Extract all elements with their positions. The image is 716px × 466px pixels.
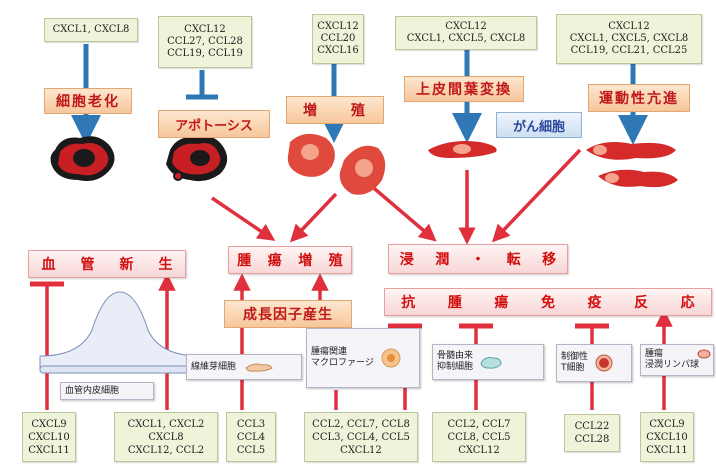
chemokine-box-fibroblast: CCL3 CCL4 CCL5 <box>226 412 276 462</box>
outcome-char: 抗 <box>401 295 416 311</box>
outcome-char: 増 <box>298 253 313 269</box>
chemokine-box-emt: CXCL12 CXCL1, CXCL5, CXCL8 <box>395 16 537 50</box>
treg-icon <box>595 354 613 372</box>
apoptotic-cell-icon <box>166 136 228 182</box>
cell-fibroblast-label: 線維芽細胞 <box>191 361 237 372</box>
outcome-char: 免 <box>540 295 555 311</box>
outcome-char: 瘍 <box>494 295 509 311</box>
outcome-char: 応 <box>680 295 695 311</box>
fibroblast-icon <box>245 363 273 372</box>
chemokine-box-motility: CXCL12 CXCL1, CXCL5, CXCL8 CCL19, CCL21,… <box>556 14 702 64</box>
outcome-anti-tumor-immunity: 抗 腫 瘍 免 疫 反 応 <box>384 288 712 316</box>
dividing-cell-icon <box>287 133 386 195</box>
outcome-char: ・ <box>470 252 485 268</box>
cell-mdsc-label: 骨髄由来 抑制細胞 <box>437 351 474 372</box>
mesenchymal-cell-icon <box>428 141 497 158</box>
chemokine-box-senescence: CXCL1, CXCL8 <box>44 18 138 42</box>
outcome-char: 潤 <box>435 252 450 268</box>
arrow-to-growth-1 <box>211 196 276 241</box>
cell-til-label: 腫瘍 浸潤リンパ球 <box>645 349 700 370</box>
cell-endothelial: 血管内皮細胞 <box>60 382 154 400</box>
label-proliferation: 増 殖 <box>286 96 384 124</box>
label-cancer-cell: がん細胞 <box>496 112 582 138</box>
label-motility: 運動性亢進 <box>588 84 690 112</box>
chemokine-box-macrophage: CCL2, CCL7, CCL8 CCL3, CCL4, CCL5 CXCL12 <box>304 412 418 462</box>
macrophage-icon <box>381 348 401 368</box>
outcome-char: 腫 <box>447 295 462 311</box>
motile-cell-icon <box>586 142 678 188</box>
outcome-char: 疫 <box>587 295 602 311</box>
outcome-char: 新 <box>119 257 134 273</box>
cell-fibroblast: 線維芽細胞 <box>186 354 302 380</box>
chemokine-box-proliferation: CXCL12 CCL20 CXCL16 <box>312 14 364 64</box>
chemokine-box-til: CXCL9 CXCL10 CXCL11 <box>640 412 694 462</box>
blood-vessel-icon <box>39 291 203 374</box>
mdsc-icon <box>480 357 502 369</box>
outcome-char: 血 <box>41 257 56 273</box>
label-proliferation-char: 増 <box>303 103 319 119</box>
outcome-char: 移 <box>542 252 557 268</box>
arrow-to-invasion-3 <box>491 148 582 243</box>
label-senescence: 細胞老化 <box>44 88 132 114</box>
outcome-angiogenesis: 血 管 新 生 <box>28 250 186 278</box>
chemokine-box-apoptosis: CXCL12 CCL27, CCL28 CCL19, CCL19 <box>158 16 252 68</box>
outcome-char: 生 <box>158 257 173 273</box>
chemokine-box-treg: CCL22 CCL28 <box>564 414 620 452</box>
outcome-char: 瘍 <box>267 253 282 269</box>
cell-macrophage-label: 腫瘍関連 マクロファージ <box>311 347 374 368</box>
outcome-char: 腫 <box>237 253 252 269</box>
outcome-invasion-metastasis: 浸 潤 ・ 転 移 <box>388 244 568 274</box>
outcome-char: 管 <box>80 257 95 273</box>
arrow-to-growth-2 <box>289 192 338 243</box>
chemokine-box-angio-promote: CXCL1, CXCL2 CXCL8 CXCL12, CCL2 <box>114 412 218 462</box>
label-proliferation-char: 殖 <box>351 103 367 119</box>
chemokine-box-angio-inhibit: CXCL9 CXCL10 CXCL11 <box>22 412 76 462</box>
cell-treg: 制御性 T細胞 <box>556 344 632 382</box>
label-apoptosis: アポトーシス <box>158 110 270 138</box>
label-emt: 上皮間葉変換 <box>404 76 524 102</box>
outcome-char: 反 <box>634 295 649 311</box>
til-icon <box>697 349 711 359</box>
outcome-char: 浸 <box>399 252 414 268</box>
outcome-char: 殖 <box>328 253 343 269</box>
cell-mdsc: 骨髄由来 抑制細胞 <box>432 344 544 380</box>
cell-macrophage: 腫瘍関連 マクロファージ <box>306 328 420 388</box>
outcome-char: 転 <box>506 252 521 268</box>
chemokine-box-mdsc: CCL2, CCL7 CCL8, CCL5 CXCL12 <box>432 412 526 462</box>
label-growth-factor: 成長因子産生 <box>224 300 352 328</box>
cell-til: 腫瘍 浸潤リンパ球 <box>640 344 714 376</box>
cell-treg-label: 制御性 T細胞 <box>561 352 589 373</box>
senescent-cell-icon <box>50 136 115 181</box>
outcome-tumor-growth: 腫 瘍 増 殖 <box>228 246 352 274</box>
